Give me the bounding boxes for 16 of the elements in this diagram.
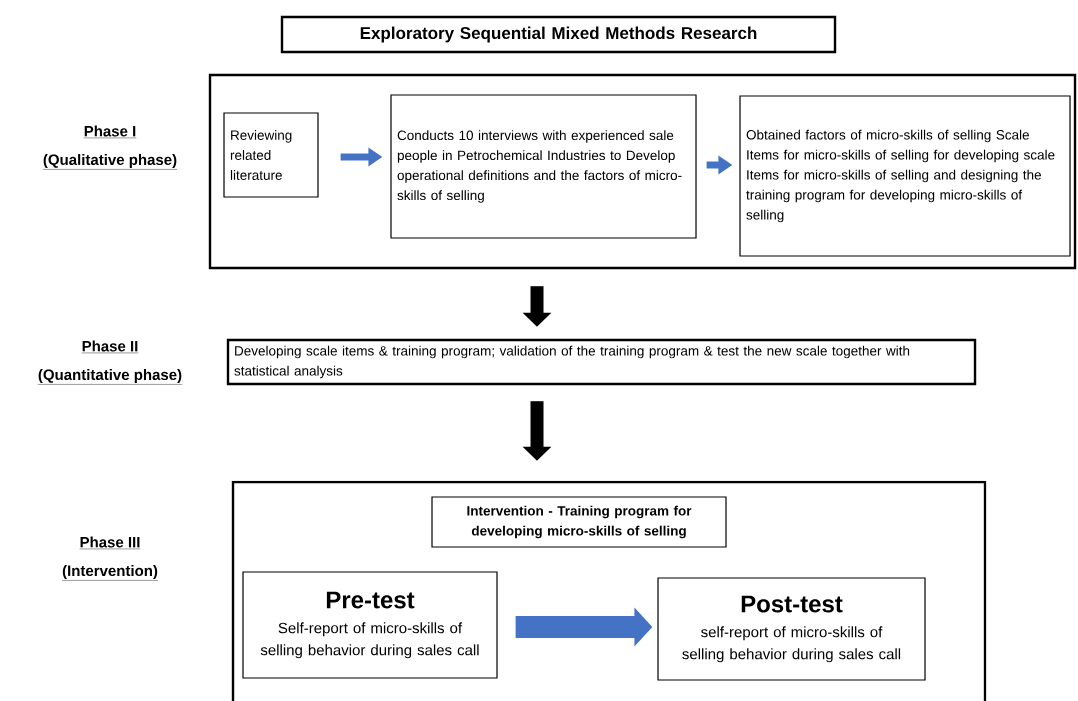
phase-heading: (Quantitative phase) <box>37 369 183 385</box>
process-box: Reviewing related literature <box>223 112 319 198</box>
process-box: Developing scale items & training program; validation of the training program & test the new scale together with statistical analysis <box>226 338 977 386</box>
phase-heading: Phase I <box>83 125 137 139</box>
process-box: Obtained factors of micro-skills of selling Scale Items for micro-skills of selling for developing scale Items for micro-skills of selling and designing the training program for developing micro-skills of selling <box>739 95 1071 257</box>
test-box: Post-test self-report of micro-skills of selling behavior during sales call <box>657 577 926 681</box>
phase-box <box>231 480 987 701</box>
phase-heading: Phase III <box>79 536 141 550</box>
phase-heading: (Intervention) <box>61 565 159 581</box>
process-box: Conducts 10 interviews with experienced sale people in Petrochemical Industries to Develop operational definitions and the factors of micro-skills of selling <box>390 94 697 239</box>
title-box: Exploratory Sequential Mixed Methods Research <box>280 15 837 54</box>
phase-heading: (Qualitative phase) <box>42 154 178 170</box>
phase-heading: Phase II <box>81 340 139 354</box>
test-box: Pre-test Self-report of micro-skills of selling behavior during sales call <box>242 571 498 679</box>
title-box: Intervention - Training program for developing micro-skills of selling <box>431 496 727 548</box>
phase-box <box>208 73 1077 270</box>
